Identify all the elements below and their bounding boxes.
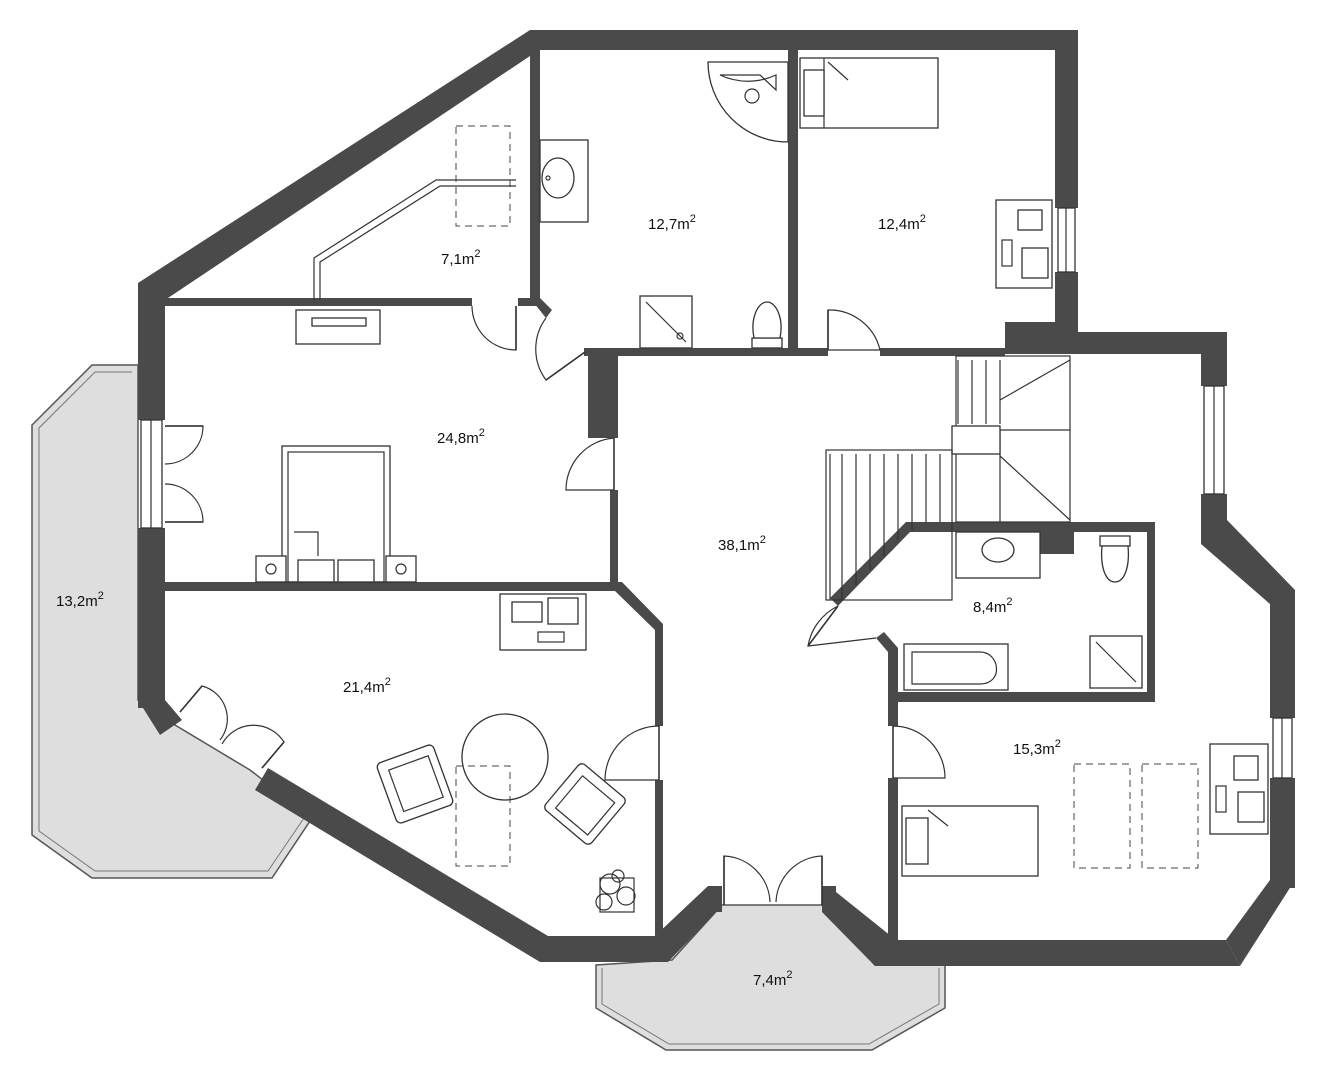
area-label-bathroom-large: 12,7m2 bbox=[648, 213, 696, 233]
furniture bbox=[255, 57, 1269, 913]
area-label-bedroom-se: 15,3m2 bbox=[1013, 738, 1061, 758]
stair-lower-flight bbox=[825, 449, 953, 601]
stair-treads bbox=[951, 359, 1071, 522]
area-label-bathroom-small: 8,4m2 bbox=[973, 596, 1012, 616]
area-label-attic-storage: 7,1m2 bbox=[441, 248, 480, 268]
area-label-balcony-south: 7,4m2 bbox=[753, 969, 792, 989]
windows bbox=[140, 207, 1293, 779]
area-label-bedroom-ne: 12,4m2 bbox=[878, 213, 926, 233]
area-label-bedroom-main: 24,8m2 bbox=[437, 427, 485, 447]
room-labels: 7,1m2 12,7m2 12,4m2 24,8m2 13,2m2 38,1m2… bbox=[56, 213, 1061, 989]
area-label-living-room: 21,4m2 bbox=[343, 676, 391, 696]
doors bbox=[164, 305, 946, 905]
area-label-balcony-west: 13,2m2 bbox=[56, 590, 104, 610]
balcony-west-area bbox=[31, 364, 314, 879]
walls bbox=[138, 30, 1295, 966]
area-label-hall: 38,1m2 bbox=[718, 534, 766, 554]
plant-icon bbox=[595, 869, 636, 913]
